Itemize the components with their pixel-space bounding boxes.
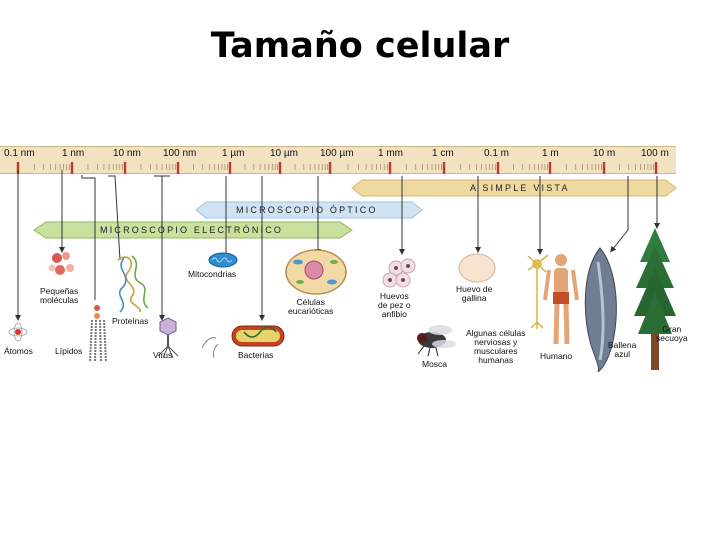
scale-label: 10 nm [113, 148, 141, 159]
label-human: Humano [540, 351, 573, 361]
hen-egg-illustration [458, 253, 496, 283]
label-atoms: Átomos [4, 346, 33, 356]
size-scale-ruler [0, 146, 676, 174]
scale-label: 1 nm [62, 148, 85, 159]
nerve-cell-illustration [527, 254, 549, 329]
label-blue-whale: Ballena azul [608, 340, 637, 359]
sequoia-illustration [634, 228, 676, 370]
major-tick [388, 162, 392, 174]
major-tick [176, 162, 180, 174]
label-hen-egg: Huevo de gallina [456, 284, 493, 303]
major-tick [442, 162, 446, 174]
scale-label: 1 µm [222, 148, 245, 159]
eukaryotic-cell-illustration [285, 249, 347, 295]
electron-microscope-band-label: MICROSCOPIO ELECTRÓNICO [100, 225, 284, 235]
label-sequoia: Gran secuoya [656, 324, 688, 343]
lipids-illustration [89, 305, 107, 363]
human-illustration [543, 254, 579, 345]
major-tick [328, 162, 332, 174]
proteins-illustration [117, 255, 149, 313]
scale-label: 0.1 m [484, 148, 510, 159]
light-microscope-band-label: MICROSCOPIO ÓPTICO [236, 205, 378, 215]
light-microscope-band [195, 201, 423, 219]
scale-label: 10 m [593, 148, 616, 159]
electron-microscope-band [33, 221, 353, 239]
scale-label: 100 nm [163, 148, 197, 159]
whale-illustration [584, 247, 617, 373]
mitochondria-illustration [208, 252, 238, 268]
scale-label: 1 cm [432, 148, 454, 159]
major-tick [602, 162, 606, 174]
naked-eye-band [351, 179, 677, 197]
slide-title: Tamaño celular [210, 26, 510, 66]
label-nerve-cells: Algunas células nerviosas y musculares h… [466, 328, 526, 365]
major-tick [654, 162, 658, 174]
scale-label: 10 µm [270, 148, 298, 159]
major-tick [70, 162, 74, 174]
major-tick [228, 162, 232, 174]
fly-illustration [417, 325, 456, 357]
label-fly: Mosca [422, 359, 448, 369]
scale-label: 1 m [542, 148, 559, 159]
naked-eye-band-label: A SIMPLE VISTA [470, 183, 570, 193]
label-proteins: Proteínas [112, 316, 149, 326]
label-virus: Virus [153, 350, 173, 360]
label-lipids: Lípidos [55, 346, 83, 356]
virus-illustration [157, 317, 179, 359]
atom-illustration [8, 322, 28, 342]
label-small-molecules: Pequeñas moléculas [40, 286, 79, 305]
major-tick [278, 162, 282, 174]
major-tick [16, 162, 20, 174]
label-mitochondria: Mitocondrias [188, 269, 237, 279]
small-molecules-illustration [48, 252, 74, 275]
bacteria-illustration [201, 325, 285, 359]
scale-label: 100 m [641, 148, 669, 159]
scale-label: 1 mm [378, 148, 403, 159]
scale-label: 0.1 nm [4, 148, 35, 159]
major-tick [496, 162, 500, 174]
label-frog-eggs: Huevos de pez o anfibio [378, 291, 411, 319]
ruler-ticks [16, 162, 658, 174]
scale-label: 100 µm [320, 148, 354, 159]
label-bacteria: Bacterias [238, 350, 274, 360]
major-tick [548, 162, 552, 174]
major-tick [123, 162, 127, 174]
label-eukaryotic-cells: Células eucarióticas [288, 297, 334, 316]
frog-eggs-illustration [382, 258, 416, 288]
